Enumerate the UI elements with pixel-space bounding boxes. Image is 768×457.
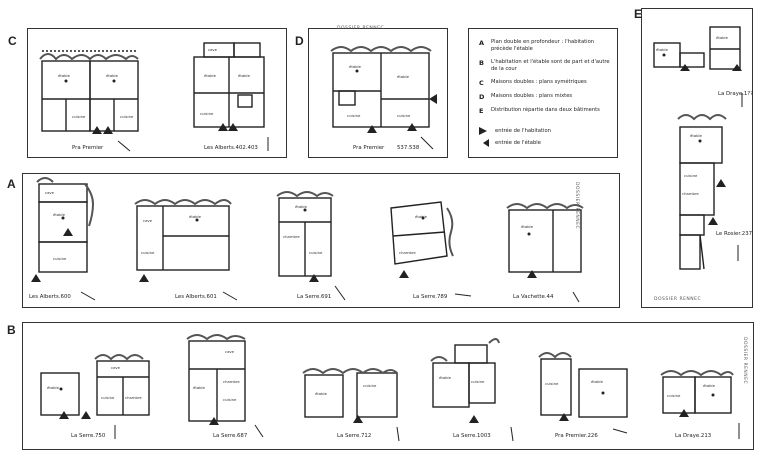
- plan-caption: Les Alberts.600: [29, 294, 71, 300]
- room-label: cuisine: [200, 111, 214, 116]
- room-label: étable: [106, 73, 118, 78]
- room-label: cuisine: [120, 114, 134, 119]
- room-label: chambre: [283, 234, 300, 239]
- plan-caption: Pra Premier.226: [555, 433, 598, 439]
- room-label: cave: [208, 47, 217, 52]
- room-label: cave: [225, 349, 234, 354]
- room-label: étable: [238, 73, 250, 78]
- panel-c-plans: [39, 42, 269, 152]
- room-label: cuisine: [545, 381, 559, 386]
- room-label: cuisine: [471, 379, 485, 384]
- room-label: étable: [193, 385, 205, 390]
- room-label: étable: [690, 133, 702, 138]
- plan-caption: La Serre.789: [413, 294, 448, 300]
- room-label: étable: [315, 391, 327, 396]
- room-label: étable: [204, 73, 216, 78]
- plan-caption: Pra Premier: [353, 145, 385, 151]
- stable-entrance-triangle-icon: [483, 139, 489, 147]
- panel-d: D DOSSIER RENNEC étable étable cuisine c…: [295, 26, 448, 158]
- legend-letter: B: [479, 59, 484, 67]
- room-label: cuisine: [223, 397, 237, 402]
- panel-d-plans: [330, 46, 437, 150]
- panel-a-plans: [31, 177, 584, 303]
- panel-e: E étable étable étable cuisine chambre L…: [634, 7, 754, 308]
- panel-c: C étable étable cuisine cuisine: [8, 28, 287, 158]
- plan-caption: La Serre.691: [297, 294, 332, 300]
- room-label: cave: [111, 365, 120, 370]
- room-label: étable: [397, 74, 409, 79]
- plan-caption: La Draye.213: [675, 433, 712, 439]
- panel-a: A DOSSIER RENNEC: [7, 173, 620, 308]
- room-label: étable: [58, 73, 70, 78]
- plan-caption: La Serre.687: [213, 433, 248, 439]
- legend-letter: E: [479, 107, 484, 115]
- room-label: chambre: [223, 379, 240, 384]
- room-label: étable: [295, 204, 307, 209]
- room-label: cuisine: [53, 256, 67, 261]
- legend-symbol-label: entrée de l'étable: [495, 140, 541, 146]
- plan-caption: La Vachette.44: [513, 294, 554, 300]
- room-label: cuisine: [309, 250, 323, 255]
- room-label: chambre: [682, 191, 699, 196]
- legend-item: L'habitation et l'étable sont de part et…: [491, 59, 610, 72]
- room-label: cuisine: [667, 393, 681, 398]
- legend-item: Maisons doubles : plans mixtes: [491, 93, 573, 99]
- archive-stamp: DOSSIER RENNEC: [654, 297, 702, 302]
- plan-caption: Le Rosier.237: [716, 231, 753, 237]
- room-label: cuisine: [684, 173, 698, 178]
- room-label: étable: [521, 224, 533, 229]
- room-label: étable: [703, 383, 715, 388]
- plan-caption: La Serre.750: [71, 433, 106, 439]
- legend-symbol-label: entrée de l'habitation: [495, 128, 551, 134]
- panel-d-label: D: [295, 34, 304, 48]
- room-label: étable: [47, 385, 59, 390]
- room-label: cuisine: [397, 113, 411, 118]
- archive-stamp: DOSSIER RENNEC: [337, 26, 385, 31]
- plan-caption: La Draye.1??: [718, 91, 754, 97]
- room-label: cuisine: [363, 383, 377, 388]
- plan-caption: La Serre.712: [337, 433, 372, 439]
- house-entrance-triangle-icon: [479, 127, 487, 135]
- room-label: étable: [349, 64, 361, 69]
- legend-item: Maisons doubles : plans symétriques: [491, 79, 587, 85]
- panel-b-label: B: [7, 323, 16, 337]
- room-label: cave: [143, 218, 152, 223]
- plan-caption: La Serre.1003: [453, 433, 491, 439]
- room-label: cuisine: [72, 114, 86, 119]
- legend-item: Plan double en profondeur : l'habitation…: [491, 39, 595, 52]
- room-label: cuisine: [101, 395, 115, 400]
- panel-c-label: C: [8, 34, 17, 48]
- plan-caption: Les Alberts.601: [175, 294, 217, 300]
- panel-e-label: E: [634, 7, 643, 21]
- plan-caption: 537.538: [397, 145, 420, 151]
- room-label: étable: [189, 214, 201, 219]
- room-label: étable: [439, 375, 451, 380]
- panel-e-plans: [653, 26, 743, 270]
- legend-letter: A: [479, 39, 485, 47]
- room-label: étable: [415, 214, 427, 219]
- room-label: étable: [656, 47, 668, 52]
- legend-box: A Plan double en profondeur : l'habitati…: [468, 28, 618, 158]
- room-label: cuisine: [141, 250, 155, 255]
- room-label: étable: [716, 35, 728, 40]
- room-label: chambre: [125, 395, 142, 400]
- legend-letter: C: [479, 79, 484, 87]
- legend-letter: D: [479, 93, 485, 101]
- room-label: étable: [591, 379, 603, 384]
- panel-b-plans: [40, 334, 740, 442]
- room-label: cave: [45, 190, 54, 195]
- panel-b: B DOSSIER RENNEC: [7, 322, 754, 450]
- plan-caption: Pra Premier: [72, 145, 104, 151]
- legend-item: Distribution répartie dans deux bâtiment…: [491, 107, 600, 113]
- legend-symbols: [479, 127, 489, 147]
- room-label: cuisine: [347, 113, 361, 118]
- panel-a-label: A: [7, 177, 16, 191]
- plan-caption: Les Alberts.402.403: [204, 145, 258, 151]
- room-label: étable: [53, 212, 65, 217]
- room-label: chambre: [399, 250, 416, 255]
